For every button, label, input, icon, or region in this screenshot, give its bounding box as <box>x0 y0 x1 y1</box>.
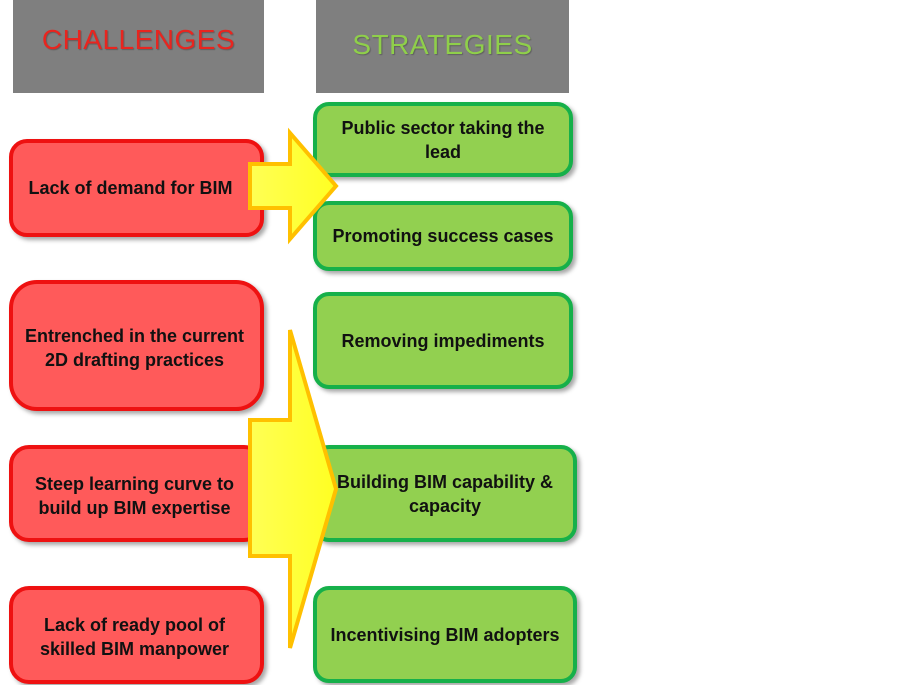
challenge-box-2d-drafting: Entrenched in the current 2D drafting pr… <box>9 280 264 411</box>
strategy-label: Incentivising BIM adopters <box>330 624 560 645</box>
challenges-header: CHALLENGES <box>13 0 264 93</box>
strategies-header-label: STRATEGIES <box>352 28 533 60</box>
strategy-label: Removing impediments <box>341 330 545 351</box>
challenges-header-label: CHALLENGES <box>41 23 236 55</box>
challenge-label: Lack of demand for BIM <box>28 178 233 198</box>
challenge-box-lack-of-demand: Lack of demand for BIM <box>9 139 264 237</box>
strategy-label: Building BIM capability & capacity <box>336 471 553 516</box>
challenge-label: Steep learning curve to build up BIM exp… <box>34 473 235 518</box>
strategy-box-removing-impediments: Removing impediments <box>313 292 573 389</box>
strategy-label: Promoting success cases <box>332 226 554 246</box>
strategy-label: Public sector taking the lead <box>341 117 545 162</box>
strategy-box-public-sector: Public sector taking the lead <box>313 102 573 177</box>
strategy-box-success-cases: Promoting success cases <box>313 201 573 271</box>
strategies-header: STRATEGIES <box>316 0 569 93</box>
challenge-label: Lack of ready pool of skilled BIM manpow… <box>39 615 230 659</box>
challenge-box-learning-curve: Steep learning curve to build up BIM exp… <box>9 445 264 542</box>
challenge-label: Entrenched in the current 2D drafting pr… <box>24 325 245 370</box>
strategy-box-incentivising: Incentivising BIM adopters <box>313 586 577 683</box>
challenge-box-manpower: Lack of ready pool of skilled BIM manpow… <box>9 586 264 684</box>
